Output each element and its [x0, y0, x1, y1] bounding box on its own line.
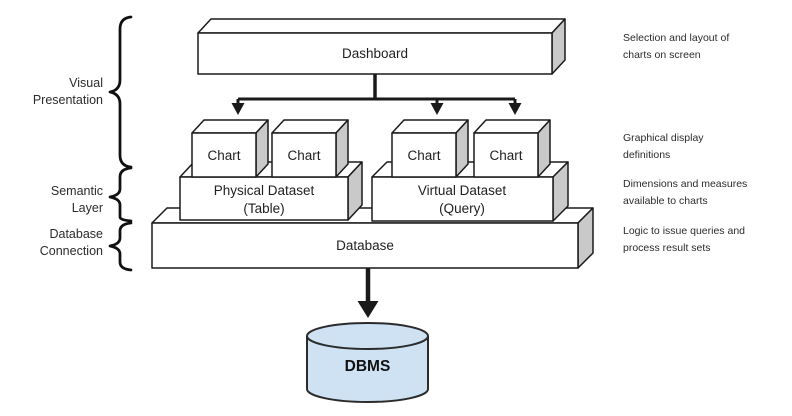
dbms-cylinder-top — [306, 322, 429, 350]
physical-dataset-label-line2: (Table) — [243, 201, 284, 216]
layer-label-line: Semantic — [51, 184, 103, 198]
annotation-line: Graphical display — [623, 132, 704, 144]
layer-label-line: Presentation — [33, 93, 103, 107]
chart-3-front-face — [391, 132, 457, 178]
brace-semantic-layer — [108, 166, 133, 223]
brace-visual-presentation — [108, 15, 133, 169]
layer-label-visual-presentation: Visual Presentation — [33, 76, 103, 107]
dbms-label: DBMS — [345, 358, 391, 375]
down-arrowhead-icon — [508, 103, 522, 115]
virtual-dataset-label-line1: Virtual Dataset — [418, 183, 507, 198]
dbms-cylinder: DBMS — [306, 322, 429, 403]
annotation-graphical-display: Graphical display definitions — [623, 132, 704, 161]
chart-1-front-face — [191, 132, 257, 178]
physical-dataset-front-face — [179, 176, 349, 221]
brace-database-connection — [108, 221, 133, 272]
annotation-line: process result sets — [623, 242, 711, 254]
database-label: Database — [336, 238, 394, 253]
chart-box-4: Chart — [473, 119, 551, 178]
layer-label-semantic-layer: Semantic Layer — [51, 184, 103, 215]
virtual-dataset-front-face — [371, 176, 554, 222]
chart-3-label: Chart — [407, 148, 440, 163]
annotation-line: definitions — [623, 149, 670, 161]
chart-box-2: Chart — [271, 119, 349, 178]
chart-4-front-face — [473, 132, 539, 178]
annotation-query-logic: Logic to issue queries and process resul… — [623, 225, 745, 254]
virtual-dataset-label-line2: (Query) — [439, 201, 485, 216]
physical-dataset-label-line1: Physical Dataset — [214, 183, 315, 198]
layer-label-line: Visual — [69, 76, 103, 90]
chart-box-3: Chart — [391, 119, 469, 178]
layer-label-line: Database — [49, 227, 103, 241]
database-dbms-arrow — [357, 268, 379, 318]
annotation-line: available to charts — [623, 195, 708, 207]
dashboard-top-face — [197, 18, 566, 34]
annotation-selection-layout: Selection and layout of charts on screen — [623, 32, 729, 61]
layer-label-line: Connection — [40, 244, 103, 258]
dashboard-label: Dashboard — [342, 46, 408, 61]
chart-box-1: Chart — [191, 119, 269, 178]
dashboard-charts-connector — [231, 74, 522, 115]
down-arrowhead-icon — [357, 301, 379, 318]
annotation-line: Dimensions and measures — [623, 178, 747, 190]
chart-1-top-face — [191, 119, 269, 134]
chart-2-front-face — [271, 132, 337, 178]
down-arrowhead-icon — [231, 103, 245, 115]
annotation-line: Selection and layout of — [623, 32, 729, 44]
database-box-front-face — [151, 222, 579, 269]
chart-2-label: Chart — [287, 148, 320, 163]
dashboard-box: Dashboard — [197, 18, 566, 75]
layer-label-database-connection: Database Connection — [40, 227, 103, 258]
chart-4-label: Chart — [489, 148, 522, 163]
chart-3-top-face — [391, 119, 469, 134]
annotation-line: Logic to issue queries and — [623, 225, 745, 237]
annotation-dimensions-measures: Dimensions and measures available to cha… — [623, 178, 747, 207]
annotation-line: charts on screen — [623, 49, 701, 61]
chart-2-top-face — [271, 119, 349, 134]
chart-4-top-face — [473, 119, 551, 134]
dashboard-front-face — [197, 32, 553, 75]
chart-1-label: Chart — [207, 148, 240, 163]
down-arrowhead-icon — [430, 103, 444, 115]
layer-label-line: Layer — [72, 201, 103, 215]
